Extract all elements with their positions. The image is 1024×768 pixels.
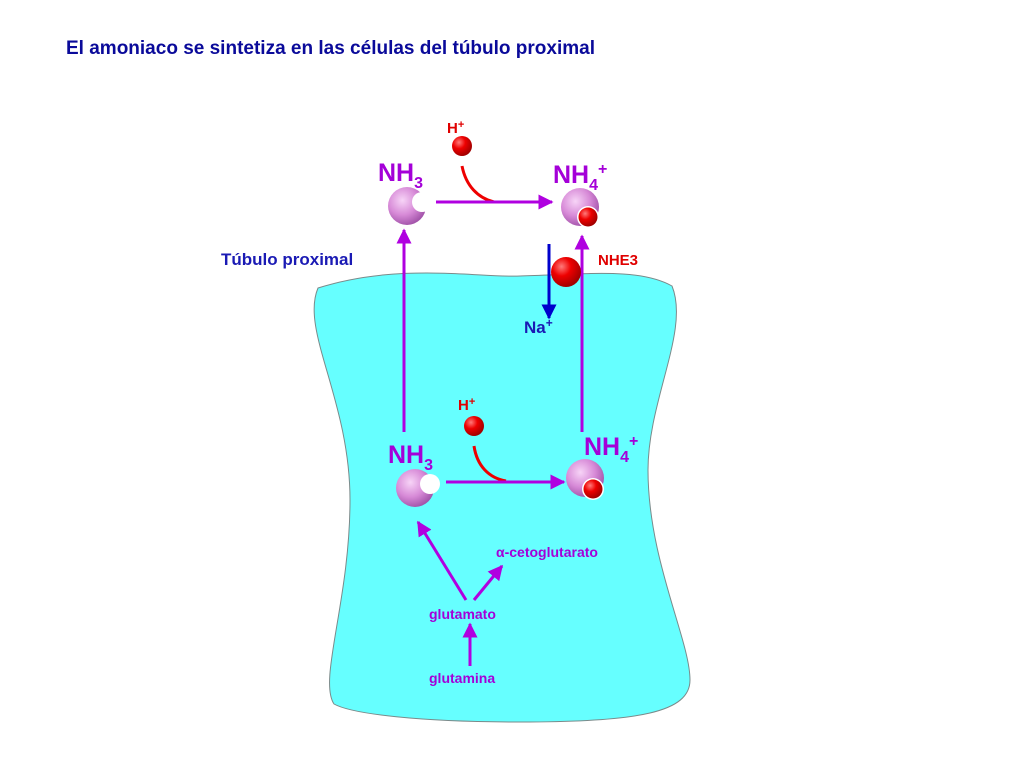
na-plus-label: Na+ [524,316,553,337]
alpha-ketoglutarate-label: α-cetoglutarato [496,544,598,560]
cell-proton [464,416,484,436]
tubulo-proximal-label: Túbulo proximal [221,250,353,269]
lumen-proton [452,136,472,156]
lumen-nh3-label: NH3 [378,159,423,192]
cell-nh3-molecule [396,469,440,507]
cell-proton-path [472,445,507,483]
lumen-nh4-molecule [561,188,599,228]
cell-nh4-molecule [566,459,604,500]
glutamate-label: glutamato [429,606,496,622]
page-title: El amoniaco se sintetiza en las células … [66,38,595,59]
nhe3-label: NHE3 [598,252,638,269]
lumen-h-plus-group: H+ [447,119,495,204]
cell-nh3-group: NH3 [388,441,440,507]
lumen-proton-path [460,165,495,204]
glutamate-to-ketoglutarate-arrow [472,564,504,601]
glutamine-label: glutamina [429,670,495,686]
lumen-nh3-molecule [388,187,432,225]
lumen-nh3-group: NH3 [378,159,432,225]
proximal-tubule-cell [313,272,691,723]
cell-nh4-group: NH4+ [566,433,638,500]
lumen-h-plus-label: H+ [447,119,464,137]
nhe3-transporter [551,257,581,287]
cell-nh4-label: NH4+ [584,433,638,466]
glutamate-to-nh3-arrow [416,520,468,601]
lumen-nh4-group: NH4+ [553,161,607,228]
